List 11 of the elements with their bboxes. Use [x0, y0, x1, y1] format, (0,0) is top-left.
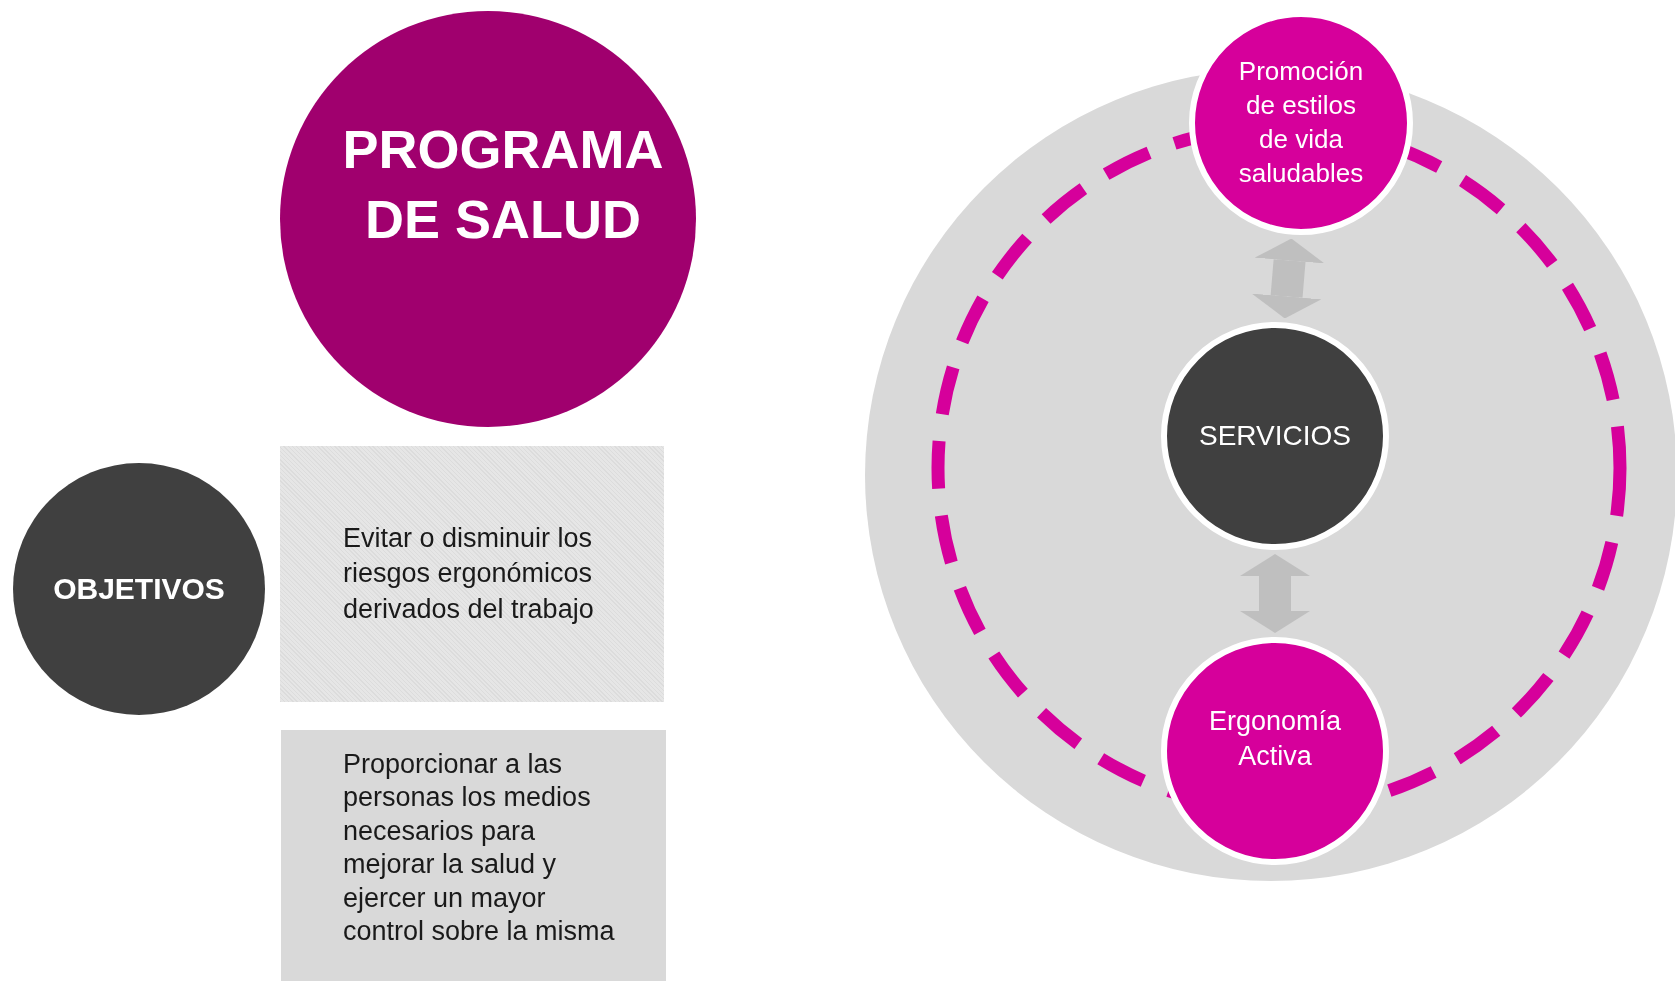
objective-text: Evitar o disminuir los riesgos ergonómicos derivados del trabajo — [343, 522, 595, 626]
double-arrow — [1240, 554, 1310, 633]
category-label: OBJETIVOS — [53, 571, 225, 607]
service-label: Ergonomía Activa — [1208, 704, 1342, 773]
center-label: SERVICIOS — [1199, 419, 1351, 453]
double-arrow — [1251, 238, 1325, 319]
objective-box — [280, 446, 664, 702]
service-label: Promoción de estilos de vida saludables — [1237, 55, 1365, 190]
title-text: PROGRAMA DE SALUD — [341, 117, 665, 251]
objective-text: Proporcionar a las personas los medios necesarios para mejorar la salud y ejercer un mayor control sobre la misma — [343, 748, 616, 949]
objective-box — [281, 730, 666, 981]
